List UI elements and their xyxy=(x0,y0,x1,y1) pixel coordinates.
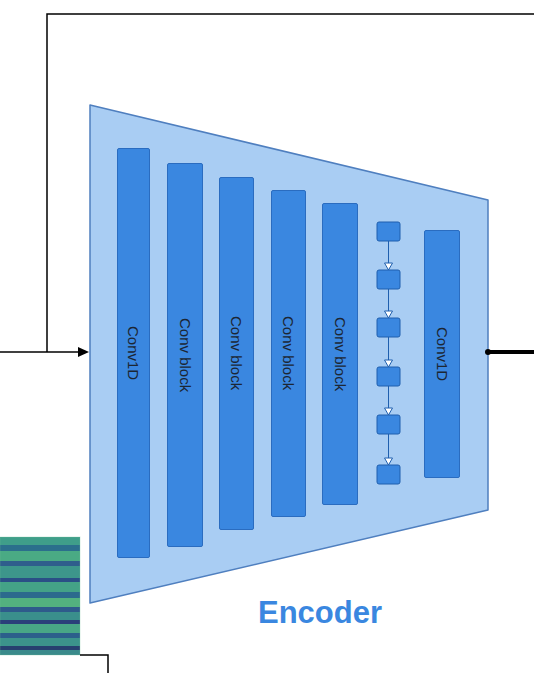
layer-block: Conv1D xyxy=(424,230,460,478)
layer-label: Conv block xyxy=(228,316,245,390)
encoder-box: EncoderConv1DConv blockConv blockConv bl… xyxy=(88,103,490,605)
small-arrow-line xyxy=(388,434,389,458)
small-block xyxy=(377,465,400,484)
wire-dot xyxy=(485,349,491,355)
bracket-line xyxy=(80,655,108,673)
input-wire xyxy=(0,351,80,353)
layer-label: Conv block xyxy=(280,316,297,390)
spectrogram-image xyxy=(0,537,80,655)
layer-block: Conv block xyxy=(219,177,254,530)
small-arrow-head xyxy=(385,263,393,270)
small-arrow-line xyxy=(388,337,389,360)
small-block xyxy=(377,222,400,241)
arrow-head xyxy=(78,347,89,357)
layer-block: Conv block xyxy=(271,190,306,517)
layer-label: Conv1D xyxy=(434,327,451,381)
encoder-heading: Encoder xyxy=(220,595,420,631)
small-block xyxy=(377,318,400,337)
small-arrow-line xyxy=(388,386,389,408)
skip-wire xyxy=(47,14,534,352)
layer-label: Conv1D xyxy=(125,326,142,380)
layer-block: Conv block xyxy=(322,203,358,505)
small-arrow-head xyxy=(385,360,393,367)
small-arrow-line xyxy=(388,241,389,263)
output-wire xyxy=(487,350,534,354)
small-arrow-head xyxy=(385,458,393,465)
small-arrow-head xyxy=(385,408,393,415)
small-block xyxy=(377,367,400,386)
encoder-trapezoid xyxy=(90,105,488,603)
small-block xyxy=(377,270,400,289)
small-arrow-head xyxy=(385,311,393,318)
small-block xyxy=(377,415,400,434)
layer-block: Conv block xyxy=(167,163,203,547)
small-arrow-line xyxy=(388,289,389,311)
layer-block: Conv1D xyxy=(117,148,150,558)
layer-label: Conv block xyxy=(332,317,349,391)
layer-label: Conv block xyxy=(177,318,194,392)
